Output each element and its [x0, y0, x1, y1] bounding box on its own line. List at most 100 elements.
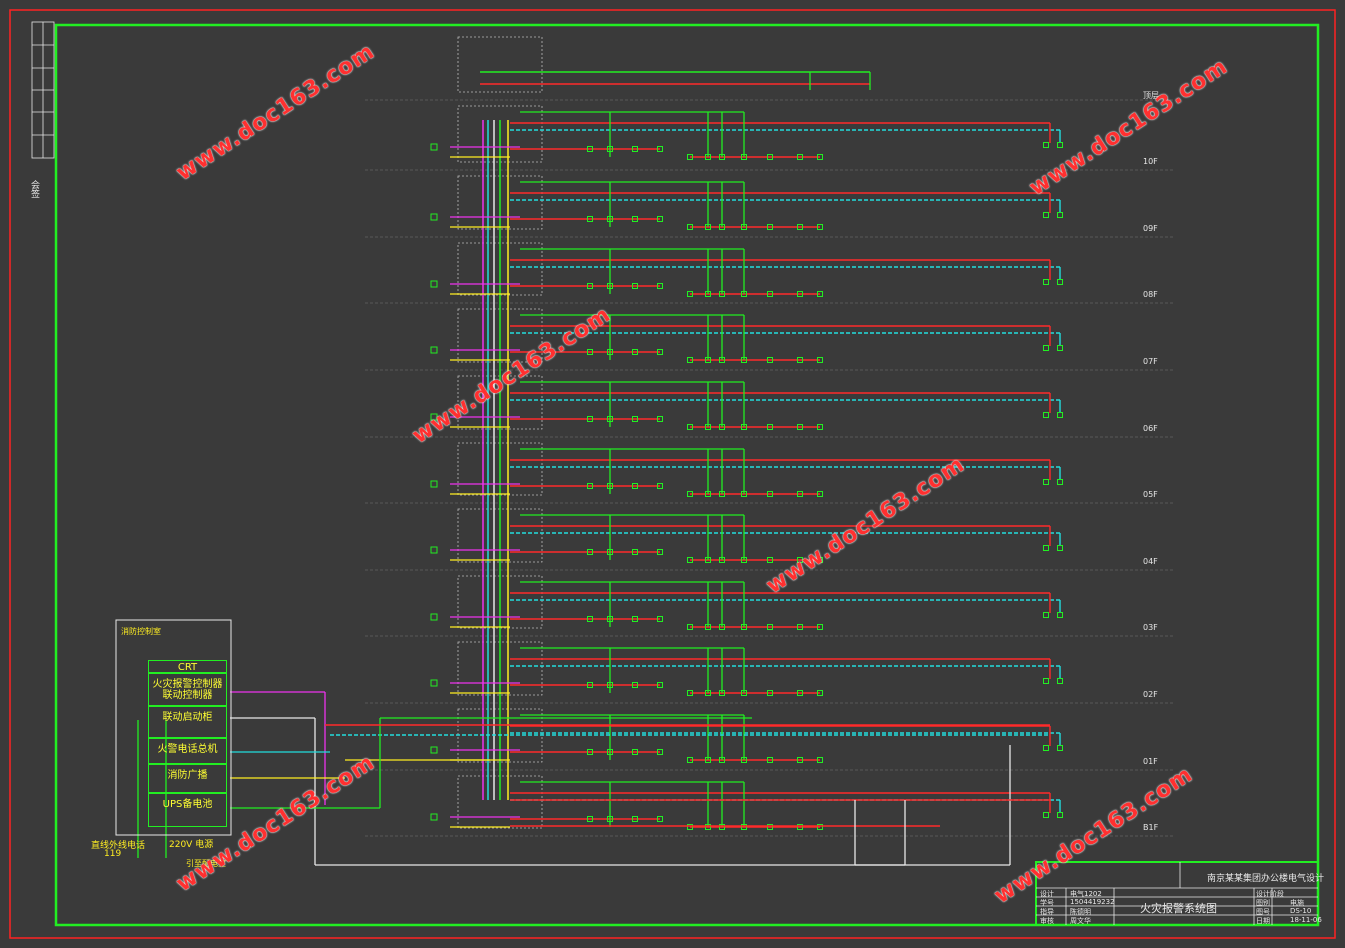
- field-device: [1057, 479, 1063, 485]
- floor-terminal: [430, 813, 438, 821]
- field-device: [607, 549, 613, 555]
- field-device: [719, 757, 725, 763]
- project-title: 南京某某集团办公楼电气设计: [1207, 874, 1325, 884]
- field-device: [797, 424, 803, 430]
- field-device: [632, 749, 638, 755]
- field-device: [817, 224, 823, 230]
- field-device: [632, 816, 638, 822]
- field-device: [1043, 279, 1049, 285]
- field-device: [741, 291, 747, 297]
- floor-label: 顶层: [1143, 91, 1159, 100]
- control-room-title: 消防控制室: [121, 627, 161, 636]
- field-device: [1043, 612, 1049, 618]
- sidebar-label: 会签: [29, 180, 39, 198]
- field-device: [719, 224, 725, 230]
- field-device: [705, 154, 711, 160]
- field-device: [817, 291, 823, 297]
- field-device: [797, 491, 803, 497]
- field-device: [767, 690, 773, 696]
- field-device: [687, 424, 693, 430]
- inner-frame: [54, 23, 1320, 927]
- field-device: [587, 483, 593, 489]
- floor-terminal: [430, 213, 438, 221]
- title-block-cell: 学号: [1040, 899, 1054, 907]
- field-device: [1057, 212, 1063, 218]
- field-device: [632, 146, 638, 152]
- field-device: [767, 424, 773, 430]
- field-device: [657, 616, 663, 622]
- floor-terminal: [430, 280, 438, 288]
- field-device: [741, 557, 747, 563]
- field-device: [719, 624, 725, 630]
- field-device: [1043, 678, 1049, 684]
- field-device: [607, 216, 613, 222]
- floor-terminal: [430, 143, 438, 151]
- field-device: [741, 491, 747, 497]
- field-device: [705, 557, 711, 563]
- title-block-cell: 周文华: [1070, 917, 1091, 925]
- field-device: [797, 690, 803, 696]
- field-device: [632, 283, 638, 289]
- field-device: [607, 349, 613, 355]
- field-device: [657, 416, 663, 422]
- title-block-cell: 陈德明: [1070, 908, 1091, 916]
- field-device: [797, 291, 803, 297]
- field-device: [719, 154, 725, 160]
- field-device: [719, 824, 725, 830]
- field-device: [632, 549, 638, 555]
- field-device: [741, 424, 747, 430]
- floor-terminal: [430, 546, 438, 554]
- control-module: 联动启动柜: [148, 706, 227, 738]
- field-device: [587, 146, 593, 152]
- field-device: [719, 557, 725, 563]
- field-device: [719, 357, 725, 363]
- field-device: [632, 349, 638, 355]
- field-device: [797, 757, 803, 763]
- title-block-cell: 审核: [1040, 917, 1054, 925]
- field-device: [687, 154, 693, 160]
- floor-terminal: [430, 746, 438, 754]
- field-device: [767, 624, 773, 630]
- field-device: [719, 424, 725, 430]
- floor-label: 05F: [1143, 490, 1158, 499]
- control-module: 火灾报警控制器 联动控制器: [148, 673, 227, 706]
- field-device: [797, 557, 803, 563]
- floor-module-box: [457, 36, 543, 93]
- field-device: [1043, 479, 1049, 485]
- field-device: [687, 624, 693, 630]
- field-device: [767, 757, 773, 763]
- field-device: [587, 349, 593, 355]
- field-device: [687, 824, 693, 830]
- field-device: [817, 491, 823, 497]
- field-device: [705, 624, 711, 630]
- field-device: [767, 491, 773, 497]
- field-device: [719, 291, 725, 297]
- control-module: 消防广播: [148, 764, 227, 793]
- field-device: [1057, 412, 1063, 418]
- field-device: [1043, 812, 1049, 818]
- field-device: [607, 682, 613, 688]
- field-device: [705, 757, 711, 763]
- field-device: [657, 549, 663, 555]
- title-block-cell: 设计阶段: [1256, 890, 1284, 898]
- field-device: [657, 283, 663, 289]
- field-device: [587, 682, 593, 688]
- field-device: [1057, 545, 1063, 551]
- drawing-title: 火灾报警系统图: [1140, 902, 1217, 915]
- floor-label: 08F: [1143, 290, 1158, 299]
- field-device: [657, 682, 663, 688]
- field-device: [741, 824, 747, 830]
- title-block-cell: 图号: [1256, 908, 1270, 916]
- field-device: [607, 749, 613, 755]
- field-device: [767, 154, 773, 160]
- floor-label: B1F: [1143, 823, 1159, 832]
- field-device: [587, 616, 593, 622]
- field-device: [1057, 142, 1063, 148]
- field-device: [705, 224, 711, 230]
- field-device: [587, 549, 593, 555]
- field-device: [1043, 545, 1049, 551]
- field-device: [767, 557, 773, 563]
- field-device: [767, 824, 773, 830]
- title-block-cell: 1504419232: [1070, 898, 1115, 906]
- title-block-cell: DS-10: [1290, 907, 1312, 915]
